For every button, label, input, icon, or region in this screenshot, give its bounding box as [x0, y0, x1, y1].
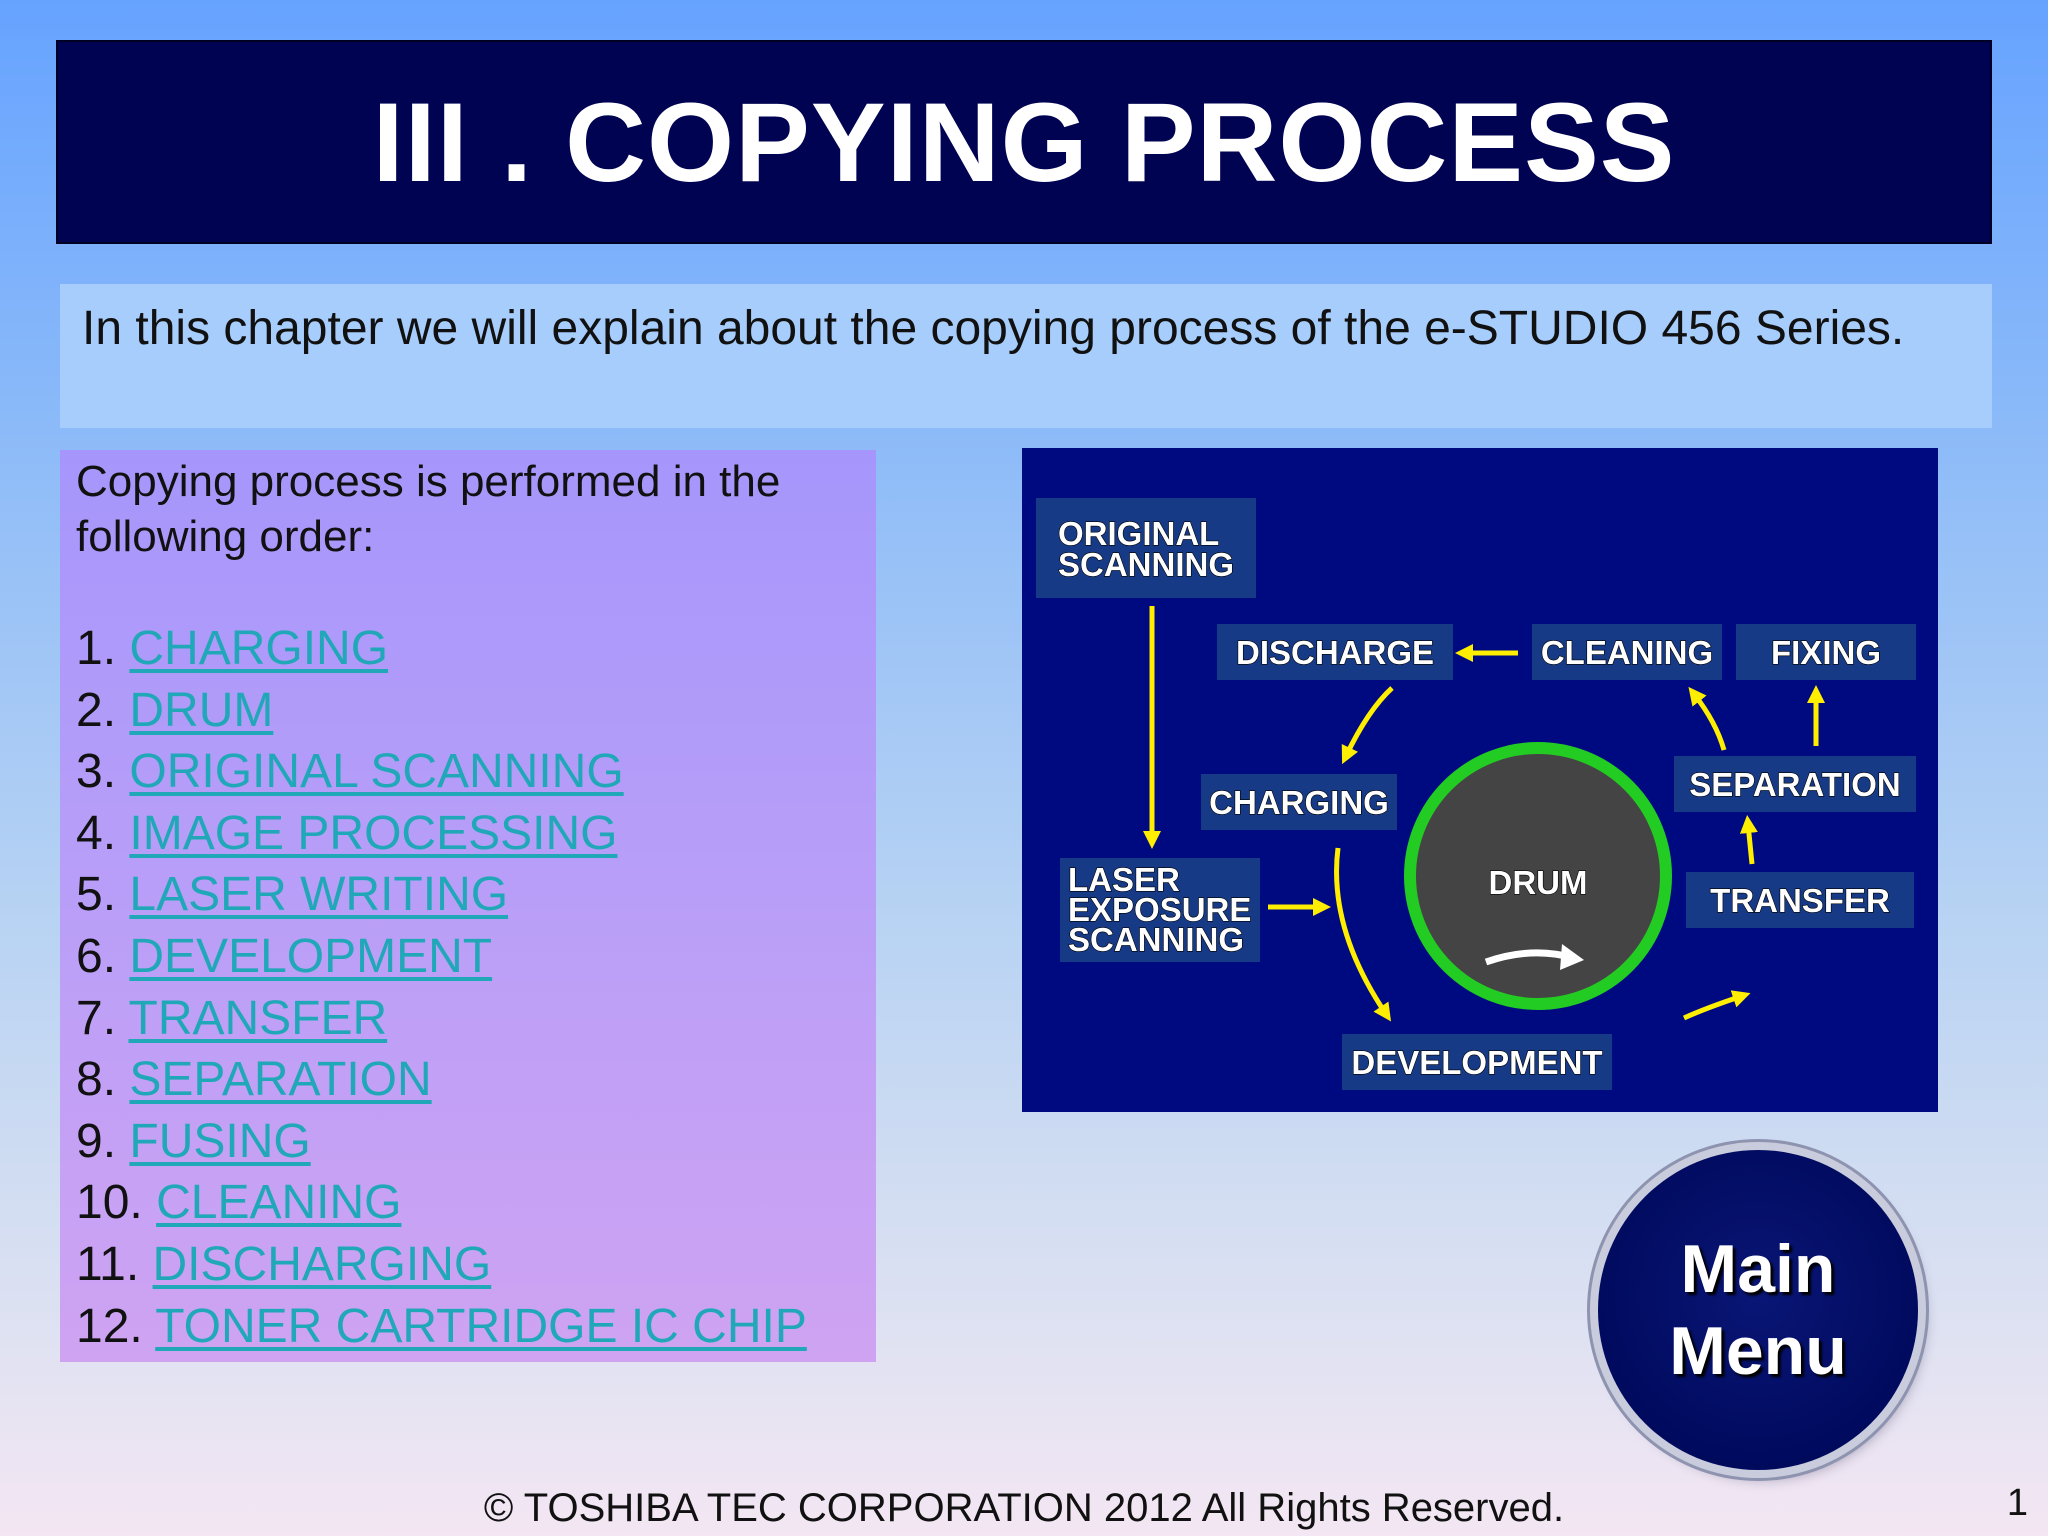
main-menu-label-line2: Menu [1669, 1313, 1847, 1389]
list-item: 7. TRANSFER [76, 988, 860, 1050]
list-item: 1. CHARGING [76, 618, 860, 680]
main-menu-button[interactable]: Main Menu [1598, 1150, 1918, 1470]
step-link-fusing[interactable]: FUSING [129, 1114, 311, 1168]
box-original-scanning [1036, 498, 1256, 598]
step-number: 10. [76, 1176, 143, 1230]
list-item: 11. DISCHARGING [76, 1234, 860, 1296]
label-exposure: EXPOSURE [1068, 891, 1251, 928]
box-separation [1674, 756, 1916, 812]
label-laser: LASER [1068, 861, 1180, 898]
step-link-development[interactable]: DEVELOPMENT [129, 929, 493, 983]
main-menu-label-line1: Main [1680, 1231, 1836, 1307]
label-scanning: SCANNING [1058, 546, 1234, 583]
arrow-development-to-transfer [1682, 990, 1751, 1021]
box-cleaning [1532, 624, 1722, 680]
step-number: 11. [76, 1237, 140, 1291]
step-number: 9. [76, 1114, 117, 1168]
arrow-discharge-to-charging [1341, 686, 1394, 765]
label-charging: CHARGING [1209, 784, 1389, 821]
step-link-discharging[interactable]: DISCHARGING [152, 1237, 492, 1291]
title-bar: III . COPYING PROCESS [56, 40, 1992, 244]
step-link-drum[interactable]: DRUM [129, 683, 274, 737]
chapter-intro: In this chapter we will explain about th… [60, 284, 1992, 428]
box-charging [1201, 774, 1397, 830]
label-scanning-2: SCANNING [1068, 921, 1244, 958]
list-item: 12. TONER CARTRIDGE IC CHIP [76, 1296, 860, 1358]
copyright-footer: © TOSHIBA TEC CORPORATION 2012 All Right… [483, 1486, 1565, 1530]
step-number: 2. [76, 683, 117, 737]
label-transfer: TRANSFER [1710, 882, 1890, 919]
label-fixing: FIXING [1771, 634, 1881, 671]
label-development: DEVELOPMENT [1351, 1044, 1602, 1081]
step-number: 4. [76, 806, 117, 860]
box-transfer [1686, 872, 1914, 928]
list-item: 3. ORIGINAL SCANNING [76, 741, 860, 803]
order-intro: Copying process is performed in the foll… [76, 457, 781, 561]
box-fixing [1736, 624, 1916, 680]
label-discharge: DISCHARGE [1236, 634, 1434, 671]
box-discharge [1217, 624, 1453, 680]
box-development [1342, 1034, 1612, 1090]
list-item: 2. DRUM [76, 680, 860, 742]
step-number: 12. [76, 1299, 143, 1353]
list-item: 9. FUSING [76, 1111, 860, 1173]
page-title: III . COPYING PROCESS [372, 79, 1676, 205]
step-number: 6. [76, 929, 117, 983]
list-item: 8. SEPARATION [76, 1049, 860, 1111]
step-link-image-processing[interactable]: IMAGE PROCESSING [129, 806, 618, 860]
list-item: 6. DEVELOPMENT [76, 926, 860, 988]
step-link-cleaning[interactable]: CLEANING [156, 1176, 402, 1230]
step-link-separation[interactable]: SEPARATION [129, 1053, 432, 1107]
step-number: 3. [76, 745, 117, 799]
label-separation: SEPARATION [1689, 766, 1900, 803]
process-order-panel: Copying process is performed in the foll… [60, 450, 876, 1362]
arrow-charging-to-development [1334, 847, 1392, 1022]
label-original: ORIGINAL [1058, 515, 1219, 552]
step-link-original-scanning[interactable]: ORIGINAL SCANNING [129, 745, 624, 799]
process-cycle-diagram: ORIGINAL SCANNING DISCHARGE CLEANING FIX… [1022, 448, 1938, 1112]
list-item: 5. LASER WRITING [76, 864, 860, 926]
label-drum: DRUM [1489, 864, 1588, 901]
step-link-transfer[interactable]: TRANSFER [128, 991, 388, 1045]
process-step-list: 1. CHARGING 2. DRUM 3. ORIGINAL SCANNING… [76, 618, 860, 1357]
drum-circle [1404, 742, 1672, 1010]
page-number: 1 [2006, 1482, 2028, 1524]
copying-process-diagram: ORIGINAL SCANNING DISCHARGE CLEANING FIX… [1022, 448, 1938, 1112]
step-number: 1. [76, 622, 117, 675]
drum-rotation-arrowhead [1560, 944, 1584, 970]
list-item: 4. IMAGE PROCESSING [76, 803, 860, 865]
step-number: 5. [76, 868, 117, 922]
step-link-laser-writing[interactable]: LASER WRITING [129, 868, 509, 922]
arrow-separation-to-cleaning [1688, 686, 1727, 751]
step-link-charging[interactable]: CHARGING [129, 622, 389, 675]
box-laser-exposure-scanning [1060, 858, 1260, 962]
list-item: 10. CLEANING [76, 1172, 860, 1234]
step-number: 8. [76, 1053, 117, 1107]
arrow-transfer-to-separation [1739, 815, 1758, 865]
label-cleaning: CLEANING [1541, 634, 1713, 671]
step-number: 7. [76, 991, 117, 1045]
step-link-toner-cartridge-ic-chip[interactable]: TONER CARTRIDGE IC CHIP [155, 1299, 807, 1353]
